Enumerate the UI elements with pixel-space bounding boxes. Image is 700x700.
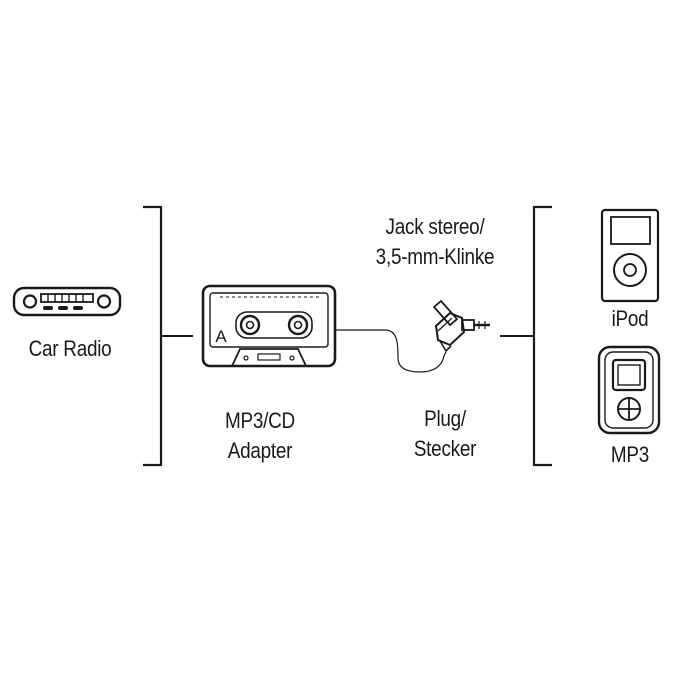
adapter-label-line2: Adapter (227, 438, 293, 463)
car-radio-label-text: Car Radio (28, 336, 112, 361)
plug-label: Plug/ Stecker (381, 404, 510, 464)
ipod-icon (600, 208, 660, 303)
cassette-adapter-icon (201, 284, 337, 368)
car-radio-label: Car Radio (10, 334, 130, 364)
ipod-label: iPod (587, 304, 673, 334)
plug-label-line2: Stecker (413, 436, 477, 461)
adapter-cable (335, 329, 447, 373)
mp3-player-icon (597, 345, 661, 435)
jack-plug-icon (432, 299, 490, 353)
left-bracket (143, 205, 163, 467)
jack-label-line1: Jack stereo/ (385, 214, 485, 239)
plug-label-line1: Plug/ (424, 406, 466, 431)
adapter-label-line1: MP3/CD (225, 408, 295, 433)
mp3-label-text: MP3 (610, 442, 650, 467)
jack-label: Jack stereo/ 3,5-mm-Klinke (353, 212, 516, 272)
jack-label-line2: 3,5-mm-Klinke (375, 244, 495, 269)
right-bracket (532, 205, 552, 467)
ipod-label-text: iPod (611, 306, 649, 331)
cassette-side-letter: A (215, 327, 227, 346)
car-radio-icon (12, 286, 122, 317)
adapter-label: MP3/CD Adapter (191, 406, 329, 466)
mp3-label: MP3 (587, 440, 673, 470)
